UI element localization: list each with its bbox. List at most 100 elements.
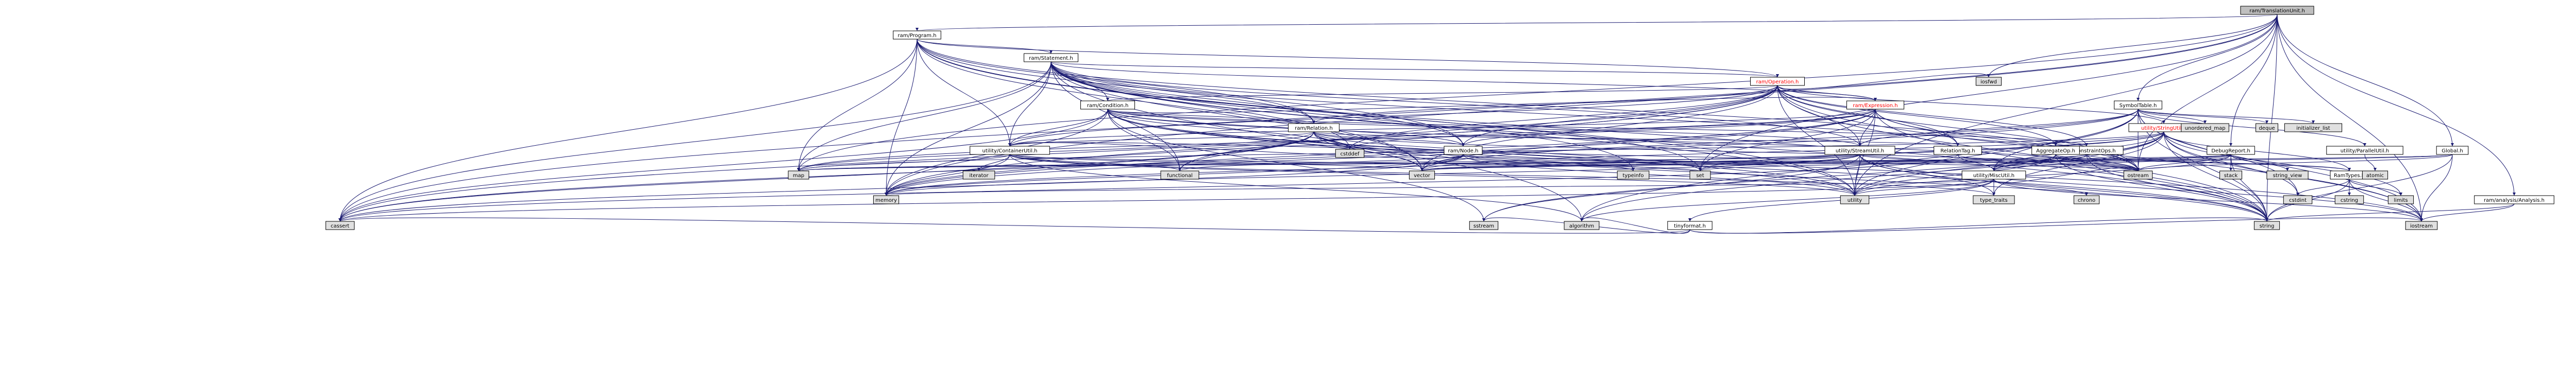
node-miscutil[interactable]: utility/MiscUtil.h [1961,170,2026,180]
node-atomic[interactable]: atomic [2362,170,2388,180]
node-box [1750,77,1805,86]
node-cstdint[interactable]: cstdint [2283,195,2313,204]
node-label: BinaryConstraintOps.h [2058,148,2116,154]
node-label: unordered_map [2185,126,2226,131]
node-label: Global.h [2442,148,2463,154]
node-iosfwd[interactable]: iosfwd [1975,77,2002,86]
node-typeinfo[interactable]: typeinfo [1617,170,1650,180]
node-node[interactable]: ram/Node.h [1444,146,1483,155]
node-program[interactable]: ram/Program.h [893,30,941,40]
node-algorithm[interactable]: algorithm [1564,221,1600,230]
edge-tinyformat-cassert [338,217,1690,234]
edge-program-vector [917,39,1423,171]
node-unordered_map[interactable]: unordered_map [2181,123,2229,132]
edge-operation-utility [1777,85,1856,196]
edge-statement-operation [1050,61,1779,78]
node-label: cstddef [1341,151,1360,157]
node-string[interactable]: string [2253,221,2280,230]
edge-parallelutil-atomic [2364,154,2377,171]
edge-statement-memory [885,61,1052,196]
node-debugreport[interactable]: DebugReport.h [2207,146,2255,155]
node-initializer_list[interactable]: initializer_list [2284,123,2343,132]
edge-operation-expression [1777,85,1877,101]
node-tinyformat[interactable]: tinyformat.h [1667,221,1713,230]
node-expression[interactable]: ram/Expression.h [1846,100,1905,110]
node-label: utility [1848,198,1862,203]
node-analysis[interactable]: ram/analysis/Analysis.h [2474,195,2554,204]
edge-statement-string [1050,61,2268,222]
node-parallelutil[interactable]: utility/ParallelUtil.h [2326,146,2403,155]
node-statement[interactable]: ram/Statement.h [1024,53,1078,62]
node-box [2256,123,2278,132]
node-box [970,146,1050,155]
node-sstream[interactable]: sstream [1469,221,1499,230]
edge-debugreport-miscutil [1992,154,2231,171]
edge-relationtag-cassert [338,154,1958,222]
edge-statement-cassert [338,61,1052,222]
edge-miscutil-cassert [338,179,1994,222]
edge-node-ostream [1463,154,2140,171]
node-box [2326,146,2403,155]
edge-operation-containerutil [1008,85,1778,147]
node-aggregateop[interactable]: AggregateOp.h [2031,146,2080,155]
edge-program-containerutil [917,39,1011,147]
node-memory[interactable]: memory [873,195,900,204]
edge-condition-cassert [338,109,1108,222]
node-string_view[interactable]: string_view [2266,170,2309,180]
node-chrono[interactable]: chrono [2073,195,2100,204]
node-cassert[interactable]: cassert [325,221,355,230]
node-utility[interactable]: utility [1840,195,1870,204]
node-symboltable[interactable]: SymbolTable.h [2114,100,2162,110]
node-iterator[interactable]: iterator [962,170,995,180]
node-label: cstdint [2289,198,2307,203]
node-box [2387,195,2414,204]
node-iostream[interactable]: iostream [2405,221,2438,230]
node-ostream[interactable]: ostream [2123,170,2153,180]
node-set[interactable]: set [1689,170,1711,180]
node-relationtag[interactable]: RelationTag.h [1934,146,1982,155]
node-cstring[interactable]: cstring [2334,195,2364,204]
edge-stringutil-string [2163,131,2268,222]
node-label: ostream [2127,173,2148,179]
edge-condition-binaryops [1107,109,2088,147]
node-box [1080,100,1135,110]
node-box [2031,146,2080,155]
edge-operation-cassert [338,85,1778,222]
node-box [2405,221,2438,230]
node-label: type_traits [1980,198,2007,203]
node-label: typeinfo [1622,173,1643,179]
node-box [873,195,900,204]
edge-streamutil-map [797,154,1860,171]
node-box [1961,170,2026,180]
node-map[interactable]: map [788,170,809,180]
edge-containerutil-vector [1009,154,1423,171]
node-box [2123,170,2153,180]
edge-aggregateop-string [2055,154,2268,222]
node-label: set [1696,173,1704,179]
node-label: string [2260,223,2275,229]
node-root[interactable]: ram/TranslationUnit.h [2240,6,2314,15]
edge-streamutil-set [1699,154,1860,171]
edge-operation-iosfwd [1777,73,1990,90]
node-vector[interactable]: vector [1409,170,1435,180]
node-deque[interactable]: deque [2256,123,2278,132]
node-label: ram/Node.h [1448,148,1479,154]
node-label: vector [1414,173,1431,179]
node-condition[interactable]: ram/Condition.h [1080,100,1135,110]
node-label: stack [2224,173,2238,179]
node-cstddef[interactable]: cstddef [1335,149,1365,158]
node-limits[interactable]: limits [2387,195,2414,204]
node-box [893,30,941,40]
node-streamutil[interactable]: utility/StreamUtil.h [1824,146,1895,155]
edge-condition-sstream [1107,109,1485,222]
node-global[interactable]: Global.h [2436,146,2469,155]
edge-program-cassert [338,39,918,222]
node-typetraits[interactable]: type_traits [1973,195,2015,204]
edge-statement-streamutil [1050,61,1861,147]
node-label: string_view [2273,173,2302,179]
node-relation[interactable]: ram/Relation.h [1288,123,1340,132]
node-operation[interactable]: ram/Operation.h [1750,77,1805,86]
node-containerutil[interactable]: utility/ContainerUtil.h [970,146,1050,155]
node-stack[interactable]: stack [2219,170,2242,180]
node-functional[interactable]: functional [1160,170,1199,180]
